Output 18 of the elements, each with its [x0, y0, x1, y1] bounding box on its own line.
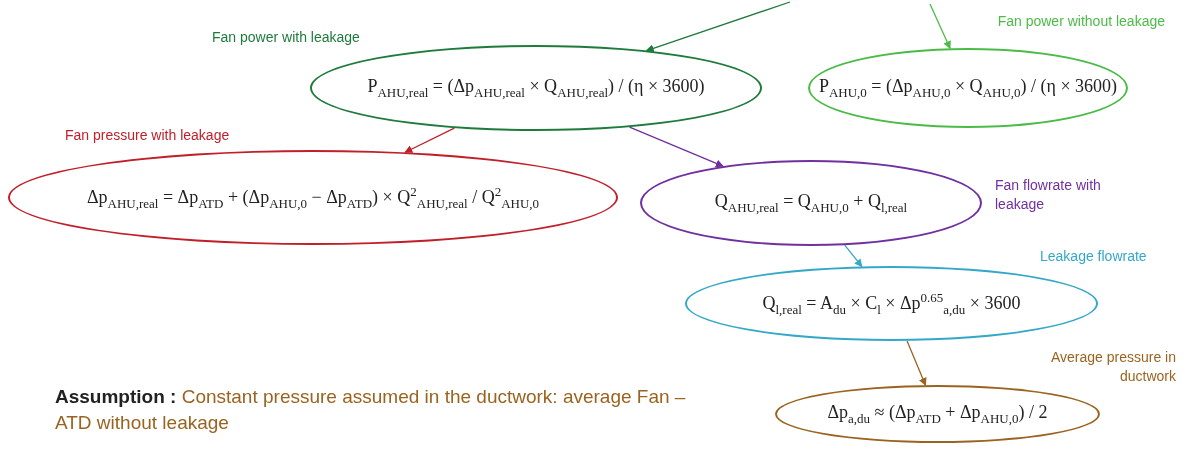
node-heading: Fan flowrate with leakage: [995, 176, 1102, 214]
node-heading: Leakage flowrate: [1040, 247, 1148, 266]
formula: P$_{AHU,real}$ = (Δp$_{AHU,real}$ × Q$_{AHU,real}$) / (η × 3600): [367, 75, 705, 101]
arrow: [906, 340, 927, 386]
node-heading: Fan pressure with leakage: [65, 126, 231, 145]
node-heading: Fan power with leakage: [212, 28, 361, 47]
arrow: [844, 244, 863, 268]
arrow: [404, 127, 455, 153]
formula: Q$_{AHU,real}$ = Q$_{AHU,0}$ + Q$_{l,real}$: [714, 190, 908, 216]
arrow: [645, 1, 791, 53]
formula: P$_{AHU,0}$ = (Δp$_{AHU,0}$ × Q$_{AHU,0}$) / (η × 3600): [818, 75, 1118, 101]
node-heading: Fan power without leakage: [996, 12, 1165, 31]
formula: Δp$_{a,du}$ ≈ (Δp$_{ATD}$ + Δp$_{AHU,0}$) / 2: [827, 401, 1048, 427]
arrow: [929, 3, 951, 50]
arrow: [628, 126, 724, 168]
assumption-note: Assumption : Constant pressure assumed in the ductwork: average Fan – ATD without leakage: [55, 385, 687, 435]
formula: Q$_{l,real}$ = A$_{du}$ × C$_{l}$ × Δp$^{0.65}$$_{a,du}$ × 3600: [762, 289, 1021, 318]
node-heading: Average pressure in ductwork: [1049, 348, 1176, 386]
